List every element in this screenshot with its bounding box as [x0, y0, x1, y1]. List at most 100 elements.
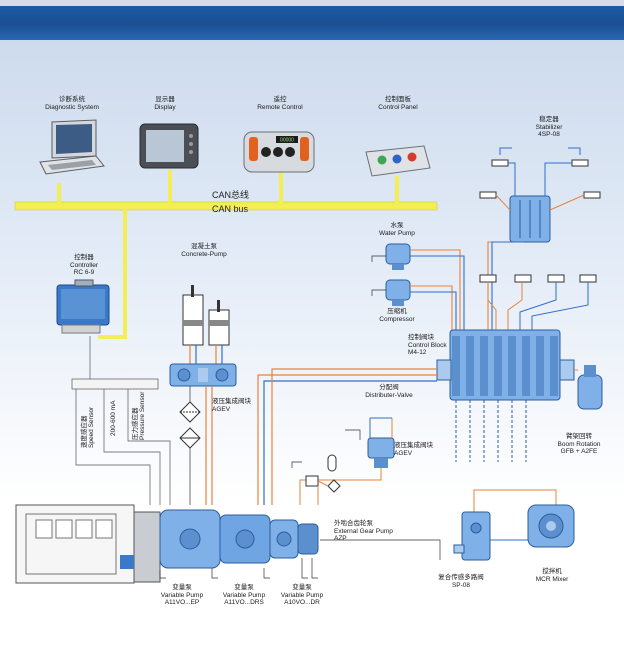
gear-pump-label: 外啮合齿轮泵 External Gear Pump AZP: [334, 520, 393, 543]
remote-en: Remote Control: [257, 103, 303, 111]
remote-cn: 遥控: [273, 96, 287, 103]
controller-label: 控制器 Controller RC 6-9: [54, 254, 114, 277]
gear-pump-cn: 外啮合齿轮泵: [334, 520, 373, 527]
boom-rotation-motor[interactable]: [574, 365, 603, 410]
main-pressure-lines: [257, 368, 437, 505]
pump1-en: Variable Pump: [160, 591, 204, 599]
distributer-cn: 分配阀: [379, 384, 399, 391]
compressor-en: Compressor: [379, 315, 415, 323]
distributer-en: Distributer-Valve: [365, 391, 413, 399]
agev-left-valve[interactable]: [169, 363, 237, 387]
agev-pump-lines: [205, 386, 213, 505]
sp08-label: 复合传感多路阀 SP-08: [430, 574, 492, 589]
water-pump-label: 水泵 Water Pump: [370, 222, 424, 237]
diagnostic-system-icon[interactable]: [39, 119, 105, 175]
control-panel-cn: 控制面板: [385, 96, 411, 103]
pressure-sensor-label: 压力感应器 Pressure Sensor: [129, 392, 146, 440]
pump2-label: 变量泵 Variable Pump A11VO...DRS: [214, 584, 274, 607]
pump2-cn: 变量泵: [234, 584, 254, 591]
stabilizer-cn: 稳定器: [539, 116, 559, 123]
control-block-label: 控制阀块 Control Block M4-12: [408, 334, 447, 357]
boom-rotation-label: 臂架回转 Boom Rotation GFB + A2FE: [550, 433, 608, 456]
current-label: 200-600 mA: [110, 401, 117, 436]
pump1-model: A11VO...EP: [164, 599, 200, 606]
can-bus-label-cn: CAN总线: [212, 190, 250, 200]
concrete-pump-cn: 混凝土泵: [191, 243, 217, 250]
pump2-model: A11VO...DRS: [224, 599, 264, 606]
remote-control-icon[interactable]: 00000: [243, 131, 315, 173]
sensor-box: [71, 336, 171, 505]
remote-label: 遥控 Remote Control: [250, 96, 310, 111]
boom-rotation-cn: 臂架回转: [566, 433, 592, 440]
mixer-label: 搅拌机 MCR Mixer: [528, 568, 576, 583]
boom-rotation-model: GFB + A2FE: [560, 448, 598, 455]
header-band: [0, 0, 624, 40]
mixer-cn: 搅拌机: [542, 568, 562, 575]
pressure-sensor-en: Pressure Sensor: [139, 391, 146, 440]
speed-sensor-en: Speed Sensor: [88, 406, 95, 448]
can-bus: [14, 170, 438, 339]
gear-pump-en: External Gear Pump: [334, 527, 393, 535]
mixer-en: MCR Mixer: [535, 575, 569, 583]
gear-pump-model: AZP: [334, 535, 347, 542]
controller-icon[interactable]: [56, 279, 110, 334]
sp08-valve[interactable]: [453, 511, 491, 561]
pump3-label: 变量泵 Variable Pump A10VO...DR: [272, 584, 332, 607]
header-strip: [0, 0, 624, 6]
agev-right-cn: 液压集成阀块: [394, 442, 433, 449]
display-cn: 显示器: [155, 96, 175, 103]
distributer-valve[interactable]: [299, 417, 395, 505]
distributer-label: 分配阀 Distributer-Valve: [354, 384, 424, 399]
pump3-en: Variable Pump: [280, 591, 324, 599]
display-icon[interactable]: [139, 123, 199, 169]
boom-rotation-en: Boom Rotation: [557, 440, 601, 448]
concrete-pump-icon[interactable]: [182, 285, 230, 346]
speed-sensor-cn: 速度感应器: [81, 415, 88, 449]
control-block-en: Control Block: [408, 341, 447, 349]
display-en: Display: [154, 103, 176, 111]
agev-left-en: AGEV: [212, 405, 231, 413]
control-panel-en: Control Panel: [378, 103, 418, 111]
control-panel-label: 控制面板 Control Panel: [370, 96, 426, 111]
gear-pump-lines: [317, 486, 557, 560]
mcr-mixer[interactable]: [527, 504, 575, 548]
diagnostic-en: Diagnostic System: [45, 103, 99, 111]
pump3-model: A10VO...DR: [284, 599, 320, 606]
speed-sensor-label: 速度感应器 Speed Sensor: [78, 407, 95, 448]
diagnostic-label: 诊断系统 Diagnostic System: [42, 96, 102, 111]
agev-left-label: 液压集成阀块 AGEV: [212, 398, 251, 413]
variable-pumps[interactable]: [159, 509, 319, 569]
sp08-cn: 复合传感多路阀: [438, 574, 484, 581]
control-panel-icon[interactable]: [365, 145, 431, 177]
pump-port-lines: [159, 558, 318, 579]
compressor-label: 压缩机 Compressor: [370, 308, 424, 323]
control-block-valve[interactable]: [436, 329, 575, 462]
pressure-sensor-cn: 压力感应器: [132, 407, 139, 441]
engine-icon: [15, 504, 161, 584]
accumulator-symbols: [291, 454, 341, 493]
controller-en: Controller: [69, 261, 99, 269]
pump1-cn: 变量泵: [172, 584, 192, 591]
compressor-icon[interactable]: [385, 279, 411, 306]
filter-symbols: [179, 386, 201, 505]
concrete-lines: [189, 345, 223, 364]
water-pump-cn: 水泵: [390, 222, 404, 229]
can-bus-label-en: CAN bus: [212, 204, 249, 214]
stabilizer-label: 稳定器 Stabilizer 4SP-08: [522, 116, 576, 139]
water-pump-icon[interactable]: [385, 243, 411, 270]
agev-right-label: 液压集成阀块 AGEV: [394, 442, 433, 457]
pump1-label: 变量泵 Variable Pump A11VO...EP: [152, 584, 212, 607]
agev-right-en: AGEV: [394, 449, 413, 457]
pump3-cn: 变量泵: [292, 584, 312, 591]
agev-left-cn: 液压集成阀块: [212, 398, 251, 405]
controller-cn: 控制器: [74, 254, 94, 261]
diagnostic-cn: 诊断系统: [59, 96, 85, 103]
stabilizer-group[interactable]: [479, 147, 601, 330]
remote-screen: 00000: [280, 138, 294, 144]
stabilizer-en: Stabilizer: [535, 123, 563, 131]
display-label: 显示器 Display: [140, 96, 190, 111]
control-block-cylinders: [479, 274, 597, 330]
current-text: 200-600 mA: [110, 400, 117, 436]
